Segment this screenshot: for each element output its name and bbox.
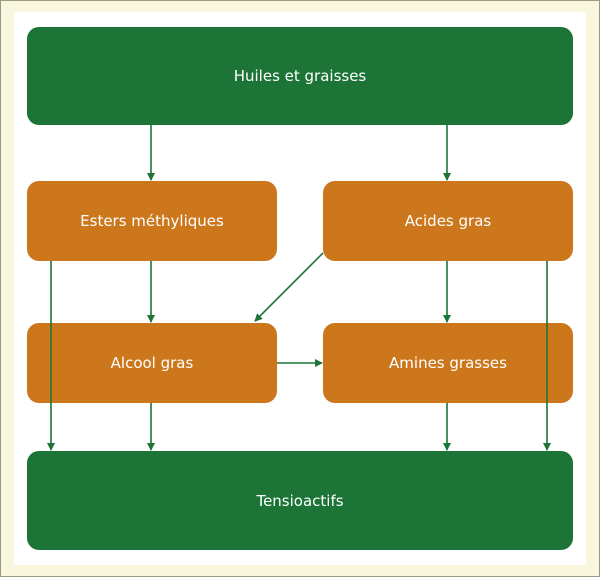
node-label: Amines grasses: [389, 354, 507, 372]
node-esters-methyliques: Esters méthyliques: [27, 181, 277, 261]
node-huiles-et-graisses: Huiles et graisses: [27, 27, 573, 125]
node-label: Tensioactifs: [256, 491, 344, 510]
arrow-acides-to-alcool: [254, 252, 324, 322]
node-alcool-gras: Alcool gras: [27, 323, 277, 403]
node-label: Huiles et graisses: [233, 67, 367, 85]
node-tensioactifs: Tensioactifs: [27, 451, 573, 550]
node-acides-gras: Acides gras: [323, 181, 573, 261]
node-label: Esters méthyliques: [80, 212, 224, 230]
node-label: Acides gras: [404, 212, 492, 230]
node-label: Alcool gras: [110, 354, 194, 372]
node-amines-grasses: Amines grasses: [323, 323, 573, 403]
